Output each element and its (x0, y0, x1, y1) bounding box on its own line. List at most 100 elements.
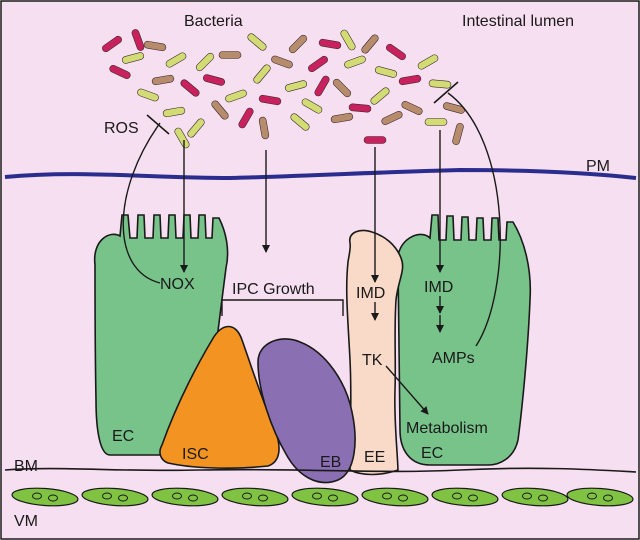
muscle-nucleus (312, 492, 322, 500)
label-tk: TK (362, 352, 383, 369)
muscle-nucleus (398, 494, 408, 502)
bacterium (271, 55, 293, 69)
bacterium (361, 34, 379, 54)
bacterium (344, 55, 366, 69)
bacterium (374, 66, 398, 78)
muscle-nucleus (172, 492, 182, 500)
label-bm: BM (14, 458, 38, 475)
label-metabolism: Metabolism (406, 420, 488, 437)
label-ipc-growth: IPC Growth (232, 281, 315, 298)
bacterium (180, 79, 200, 97)
bacterium (162, 106, 186, 118)
bacterium (381, 111, 403, 125)
muscle-nucleus (452, 492, 462, 500)
bacterium (401, 101, 423, 115)
bacterium (165, 52, 187, 68)
muscle-cell (81, 487, 149, 507)
label-ee: EE (364, 449, 385, 466)
ipc-growth-bracket (221, 299, 344, 316)
bacterium (109, 65, 131, 79)
muscle-cell (151, 487, 219, 507)
bacterium (102, 35, 122, 53)
bacterium (187, 118, 205, 138)
muscle-cell (431, 487, 499, 507)
muscle-cell (291, 487, 359, 507)
bacterium (417, 54, 439, 70)
label-imd-ec: IMD (424, 279, 453, 296)
bacterium (174, 127, 190, 149)
bacterium (211, 100, 229, 120)
muscle-nucleus (242, 492, 252, 500)
bacterium (308, 55, 328, 73)
bacterium (121, 52, 145, 64)
bacterium (424, 118, 448, 126)
muscle-nucleus (258, 494, 268, 502)
label-ec-left: EC (112, 428, 134, 445)
muscle-cell (11, 487, 79, 507)
muscle-nucleus (538, 494, 548, 502)
muscle-nucleus (328, 494, 338, 502)
bacterium (288, 34, 308, 54)
visceral-muscle-layer (11, 487, 634, 507)
bacterium (195, 52, 215, 72)
bacterium (247, 33, 267, 51)
arrow-tk-to-metabolism (385, 365, 429, 415)
muscle-nucleus (48, 494, 58, 502)
muscle-cell (566, 487, 634, 507)
bacterium (290, 113, 310, 131)
bacterium (151, 74, 175, 86)
muscle-nucleus (468, 494, 478, 502)
muscle-nucleus (32, 492, 42, 500)
muscle-nucleus (522, 492, 532, 500)
bacterium (370, 87, 390, 105)
bacterium (340, 29, 356, 51)
label-nox: NOX (160, 276, 195, 293)
bacterium (452, 122, 464, 146)
muscle-cell (221, 487, 289, 507)
bacterium (330, 112, 354, 124)
label-amps: AMPs (432, 350, 475, 367)
label-vm: VM (14, 513, 38, 530)
bacteria-cluster (102, 29, 466, 149)
bacterium (332, 78, 352, 98)
label-eb: EB (320, 454, 341, 471)
muscle-nucleus (118, 494, 128, 502)
ros-inhibition-bar (146, 114, 170, 135)
bacterium (284, 80, 308, 92)
plasma-membrane (4, 167, 637, 181)
bacterium (398, 74, 422, 86)
muscle-nucleus (102, 492, 112, 500)
label-ros: ROS (104, 120, 139, 137)
bacterium (238, 107, 254, 129)
bacterium (143, 40, 167, 52)
bacterium (131, 29, 145, 51)
label-imd-ee: IMD (356, 285, 385, 302)
bacterium (314, 75, 330, 97)
bacterium (137, 88, 159, 102)
bacterium (301, 98, 323, 114)
bacterium (218, 51, 242, 59)
bacterium (202, 74, 226, 86)
muscle-nucleus (603, 494, 613, 502)
muscle-nucleus (587, 492, 597, 500)
label-isc: ISC (182, 446, 209, 463)
muscle-cell (361, 487, 429, 507)
bacterium (258, 116, 270, 140)
bacterium (225, 89, 247, 103)
ros-inhibition-curve (122, 122, 161, 284)
enteroendocrine-cell (345, 229, 404, 476)
bacterium (253, 64, 271, 84)
basement-membrane (4, 467, 637, 473)
amps-inhibition-bar (433, 81, 459, 104)
bacterium (428, 79, 452, 89)
amps-inhibition-curve (447, 92, 501, 347)
muscle-cell (501, 487, 569, 507)
bacterium (258, 94, 282, 106)
label-intestinal-lumen: Intestinal lumen (462, 13, 574, 30)
bacterium (363, 136, 387, 144)
label-bacteria: Bacteria (184, 13, 243, 30)
label-ec-right: EC (421, 445, 443, 462)
muscle-nucleus (188, 494, 198, 502)
